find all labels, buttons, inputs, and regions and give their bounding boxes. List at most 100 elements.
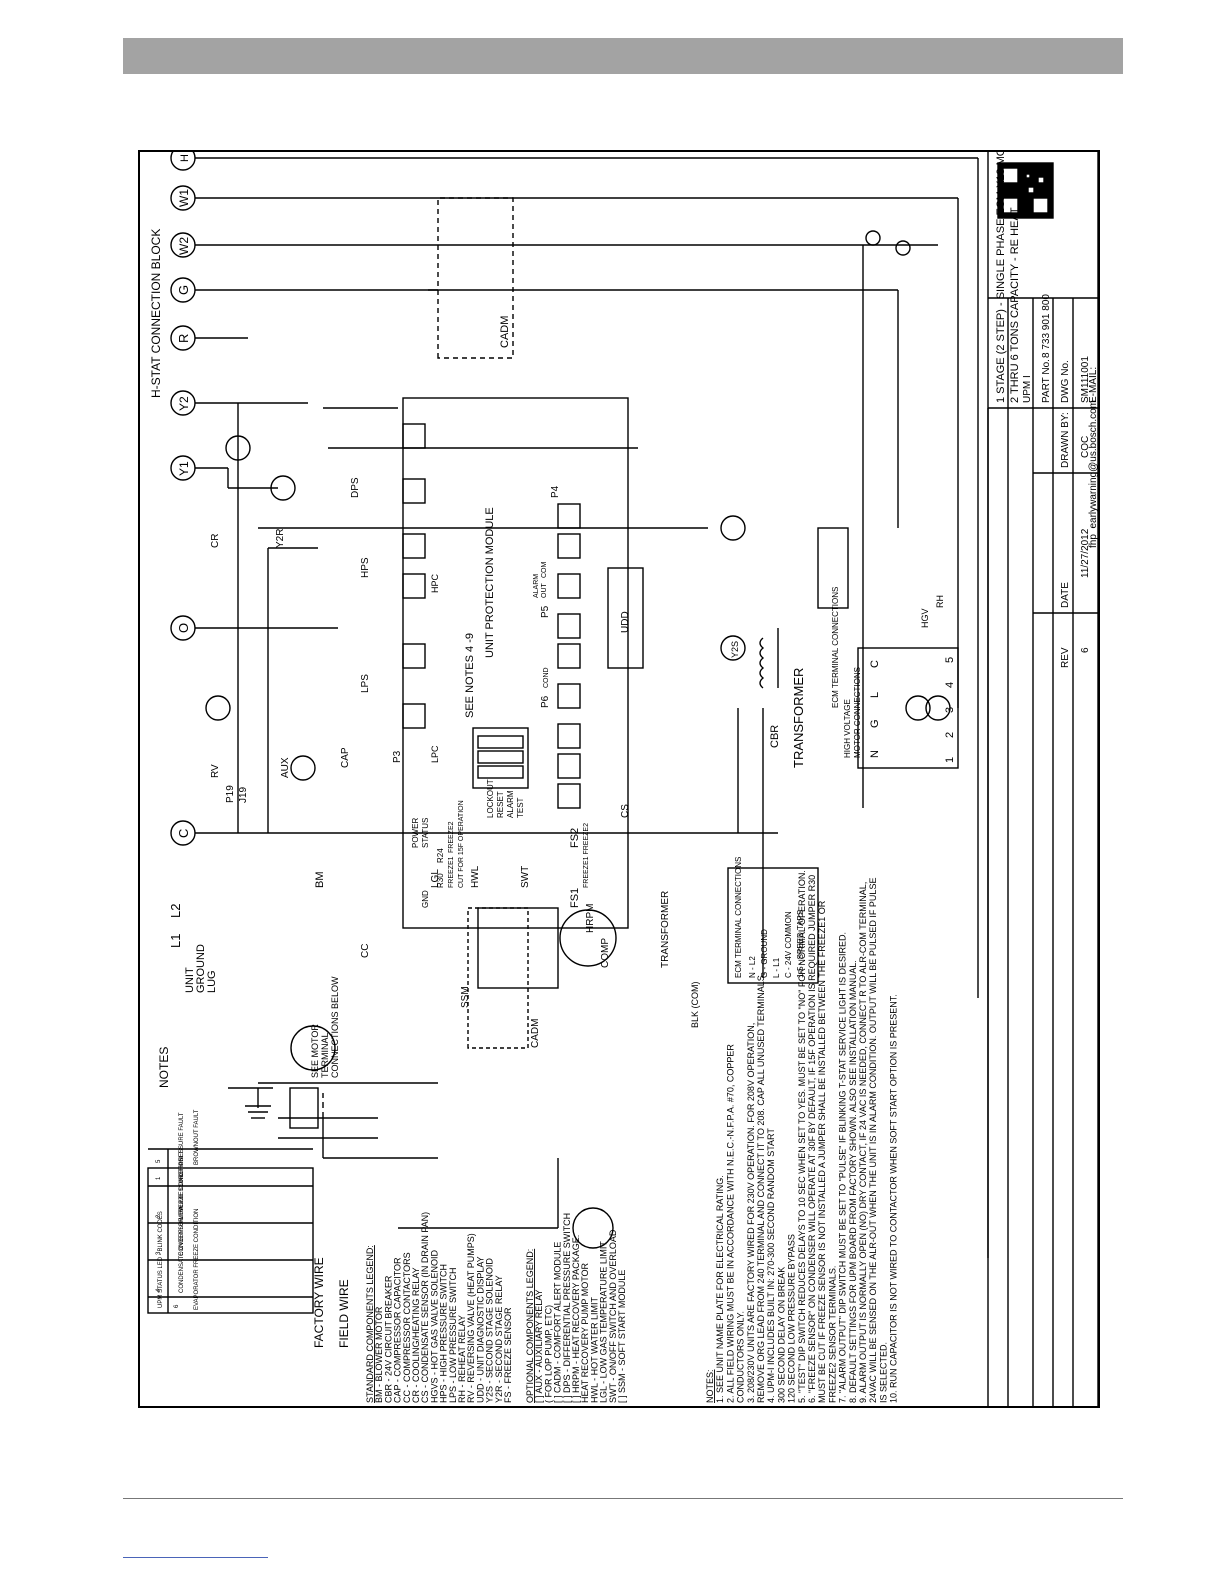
upm-connectors xyxy=(402,423,581,809)
cut-for-label: CUT FOR 15F OPERATION xyxy=(458,800,465,888)
notes-line: FREEZE2 SENSOR TERMINALS. xyxy=(827,1266,837,1403)
factory-wire-label: FACTORY WIRE xyxy=(312,1257,326,1348)
drawn-by-label: DRAWN BY: xyxy=(1060,412,1071,468)
optional-legend-line: HWL - HOT WATER LIMIT xyxy=(589,1297,599,1403)
standard-legend-line: CAP - COMPRESSOR CAPACITOR xyxy=(393,1257,403,1403)
motor-term-l: L xyxy=(869,692,881,698)
swt-label: SWT xyxy=(520,866,531,888)
notes-line: 8. DEFAULT SETTINGS FOR UPM BOARD FROM F… xyxy=(848,960,858,1403)
footer-link-underline xyxy=(123,1557,268,1558)
hstat-title: H-STAT CONNECTION BLOCK xyxy=(149,229,163,398)
hstat-terminal-g: G xyxy=(176,285,191,295)
udd-label: UDD xyxy=(620,611,631,633)
dps-label: DPS xyxy=(350,477,361,498)
email-label: E-MAIL: xyxy=(1088,367,1099,403)
notes-line: 9. ALARM OUTPUT IS NORMALLY OPEN (NO) DR… xyxy=(858,882,868,1403)
notes-line: 120 SECOND LOW PRESSURE BYPASS xyxy=(787,1234,797,1403)
dip-row-lockout: LOCKOUT xyxy=(486,779,495,818)
lgl-label: LGL xyxy=(430,869,441,888)
freeze1-label: FREEZE1 xyxy=(448,856,455,888)
optional-legend-line: SWT - ON/OFF SWITCH AND OVERLOAD xyxy=(608,1229,618,1403)
cap-label: CAP xyxy=(340,747,351,768)
title-line-1: 1 STAGE (2 STEP) - SINGLE PHASE ECM X13 … xyxy=(995,150,1007,403)
notes-line: 2. ALL FIELD WIRING MUST BE IN ACCORDANC… xyxy=(725,1044,735,1403)
y2s-label: Y2S xyxy=(730,641,740,658)
optional-legend-line: [ ] CADM - COMFORT ALERT MODULE xyxy=(553,1242,563,1403)
l2-label: L2 xyxy=(168,904,183,918)
dip-row-alarm: ALARM xyxy=(506,790,515,818)
header-band xyxy=(123,38,1123,74)
r30-label: R30 xyxy=(436,873,445,888)
ground-lug-label-1: UNIT xyxy=(184,967,196,993)
notes-line: 10. RUN CAPACITOR IS NOT WIRED TO CONTAC… xyxy=(889,994,899,1403)
hpc-label: HPC xyxy=(430,573,440,593)
field-wire-label: FIELD WIRE xyxy=(337,1279,351,1348)
email-value: fhp_earlywarning@us.bosch.com xyxy=(1088,400,1099,548)
j19-label: J19 xyxy=(238,786,249,803)
part-no-label: PART No. xyxy=(1041,359,1052,403)
rv-label: RV xyxy=(210,764,221,778)
ecm-box-title: ECM TERMINAL CONNECTIONS xyxy=(734,857,743,978)
blink-row-1-num: 1 xyxy=(156,1176,162,1180)
optional-legend-line: [ ] AUX - AUXILIARY RELAY xyxy=(534,1289,544,1403)
alarm-out-label: OUT xyxy=(541,583,548,599)
drawing-sheet-border xyxy=(138,150,1100,1408)
hstat-terminal-c: C xyxy=(176,829,191,838)
freeze-conn-label: FREEZE1 FREEZE2 xyxy=(583,823,590,888)
udd-box xyxy=(607,567,644,669)
standard-legend-title: STANDARD COMPONENTS LEGEND: xyxy=(365,1245,375,1403)
hstat-terminal-o: O xyxy=(176,623,191,633)
cr-label: CR xyxy=(210,534,221,548)
notes-line: 7. "ALARM OUTPUT" DIP SWITCH MUST BE SET… xyxy=(838,932,848,1403)
power-label: POWER xyxy=(411,818,420,848)
p3-label: P3 xyxy=(392,750,403,763)
blink-row-1-text: HIGH PRESSURE FAULT xyxy=(179,1112,185,1182)
blink-row-3-text: CONDENSER FREEZE CONDITION xyxy=(179,1157,185,1256)
ecm-box-line-5: 1-5 - SPEED TAPS xyxy=(796,910,805,978)
ecm-terminal-title-right: ECM TERMINAL CONNECTIONS xyxy=(831,587,840,708)
qr-code xyxy=(997,162,1054,219)
hwl-label: HWL xyxy=(470,865,481,888)
blink-row-4-num: 4 xyxy=(156,1288,162,1292)
standard-legend-line: HGVS - HOT GAS VALVE SOLENOID xyxy=(429,1249,439,1403)
ecm-legend-box xyxy=(727,867,819,984)
standard-legend-line: CR - COOLING/HEATING RELAY xyxy=(411,1267,421,1403)
ssm-label: SSM xyxy=(460,986,471,1008)
title-block: 1 STAGE (2 STEP) - SINGLE PHASE ECM X13 … xyxy=(995,150,1099,668)
alarm-label: ALARM xyxy=(533,574,540,598)
blink-row-2-num: 2 xyxy=(156,1214,162,1218)
notes-line: MUST BE CUT IF FREEZE SENSOR IS NOT INST… xyxy=(817,900,827,1403)
motor-term-4: 4 xyxy=(944,682,956,688)
gnd-label: GND xyxy=(421,890,430,908)
blink-table-title: UPM STATUS LED - BLINK CODES xyxy=(158,1211,164,1308)
cadm-box xyxy=(437,197,514,359)
notes-line: 4. UPM-I INCLUDES BUILT IN: 270-300 SECO… xyxy=(766,1128,776,1403)
ground-lug-label-3: LUG xyxy=(206,970,218,993)
aux-label: AUX xyxy=(280,757,291,778)
transformer-label: TRANSFORMER xyxy=(791,668,806,768)
hv-motor-title-2: MOTOR CONNECTIONS xyxy=(853,667,862,758)
blink-row-4-text: CONDENSATE OVERFLOW FAULT xyxy=(179,1196,185,1293)
hstat-terminal-y1: Y1 xyxy=(177,461,191,476)
footer-rule xyxy=(123,1498,1123,1499)
see-motor-1: SEE MOTOR xyxy=(310,1024,320,1078)
wiring-diagram: H-STAT CONNECTION BLOCK C O Y1 Y2 R G W2… xyxy=(147,150,1099,1408)
notes-line: IS SELECTED. xyxy=(878,1342,888,1403)
transformer-coil xyxy=(759,637,765,689)
see-motor-3: CONNECTIONS BELOW xyxy=(330,976,340,1078)
blk-com-label: BLK (COM) xyxy=(690,981,700,1028)
p19-label: P19 xyxy=(225,785,236,803)
title-line-3: UPM I xyxy=(1022,375,1033,403)
notes-line: 300 SECOND DELAY ON BREAK xyxy=(776,1267,786,1403)
notes-line: 24VAC WILL BE SENSED ON THE ALR-OUT WHEN… xyxy=(868,878,878,1403)
r24-label: R24 xyxy=(436,848,445,863)
motor-term-c: C xyxy=(869,660,881,668)
freeze2-label: FREEZE2 xyxy=(448,821,455,853)
blink-row-6-text: EVAPORATOR FREEZE CONDITION xyxy=(194,1209,200,1310)
hstat-terminal-y2: Y2 xyxy=(177,396,191,411)
ecm-box-line-3: L - L1 xyxy=(772,957,781,978)
p6-label: P6 xyxy=(540,695,551,708)
fs1-label: FS1 xyxy=(569,888,581,908)
blink-code-table xyxy=(147,1167,314,1314)
optional-legend-line: ( FOR LOP PUMP, ETC) xyxy=(543,1305,553,1403)
